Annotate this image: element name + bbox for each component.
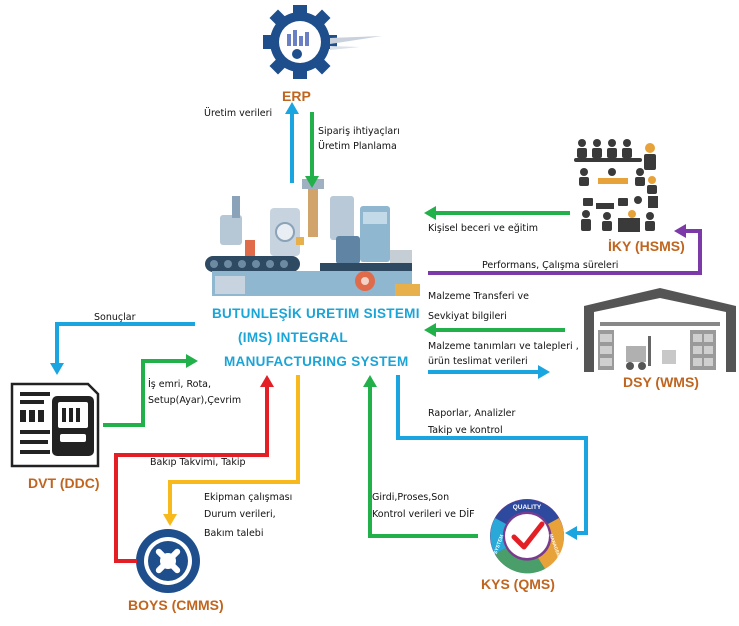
arrow-bakip <box>114 385 269 563</box>
label-isemri-2: Setup(Ayar),Çevrim <box>148 395 242 406</box>
arrow-performans <box>428 229 702 275</box>
label-ekipman-2: Durum verileri, <box>204 509 276 520</box>
label-ekipman-3: Bakım talebi <box>204 528 264 539</box>
label-girdi-2: Kontrol verileri ve DİF <box>372 509 475 520</box>
node-iky-title: İKY (HSMS) <box>608 238 685 254</box>
label-uretim-verileri: Üretim verileri <box>204 108 273 119</box>
label-siparis-2: Üretim Planlama <box>318 141 397 152</box>
label-girdi-1: Girdi,Proses,Son <box>372 492 450 503</box>
node-erp-title: ERP <box>282 88 311 104</box>
node-boys-title: BOYS (CMMS) <box>128 597 224 613</box>
center-title-line2: (IMS) INTEGRAL <box>238 330 348 345</box>
label-malzeme-transfer-1: Malzeme Transferi ve <box>428 291 529 302</box>
hr-people-icon <box>574 139 658 232</box>
arrow-ekipman <box>168 375 300 516</box>
arrow-isemri <box>103 359 188 427</box>
label-ekipman-1: Ekipman çalışması <box>204 492 293 503</box>
arrow-girdi <box>368 385 478 538</box>
node-dsy-title: DSY (WMS) <box>623 374 699 390</box>
label-raporlar-1: Raporlar, Analizler <box>428 408 516 419</box>
label-malzeme-transfer-2: Sevkiyat bilgileri <box>428 311 507 322</box>
factory-machine-icon <box>205 179 420 296</box>
label-sonuclar: Sonuçlar <box>94 312 136 323</box>
label-malzeme-tanim-2: ürün teslimat verileri <box>428 356 528 367</box>
arrowheads <box>50 102 686 540</box>
label-siparis-1: Sipariş ihtiyaçları <box>318 126 400 137</box>
quality-badge-icon: QUALITY SYSTEM MANAGEMENT <box>490 499 564 574</box>
badge-quality-text: QUALITY <box>513 504 542 511</box>
document-icon <box>10 382 100 468</box>
label-kisisel: Kişisel beceri ve eğitim <box>428 223 539 234</box>
erp-gear-icon <box>263 5 382 79</box>
label-isemri-1: İş emri, Rota, <box>148 379 212 390</box>
label-raporlar-2: Takip ve kontrol <box>428 425 503 436</box>
arrow-sonuclar <box>55 322 195 365</box>
center-title-line1: BUTUNLEŞİK URETIM SISTEMI <box>212 306 420 321</box>
label-bakip: Bakıp Takvimi, Takip <box>150 457 246 468</box>
label-performans: Performans, Çalışma süreleri <box>482 260 619 271</box>
connectors <box>55 112 702 563</box>
arrow-raporlar <box>396 375 588 535</box>
warehouse-icon <box>584 288 736 372</box>
maintenance-gear-icon <box>136 529 200 593</box>
label-malzeme-tanim-1: Malzeme tanımları ve talepleri , <box>428 341 579 352</box>
node-dvt-title: DVT (DDC) <box>28 475 100 491</box>
node-kys-title: KYS (QMS) <box>481 576 555 592</box>
center-title-line3: MANUFACTURING SYSTEM <box>224 354 409 369</box>
